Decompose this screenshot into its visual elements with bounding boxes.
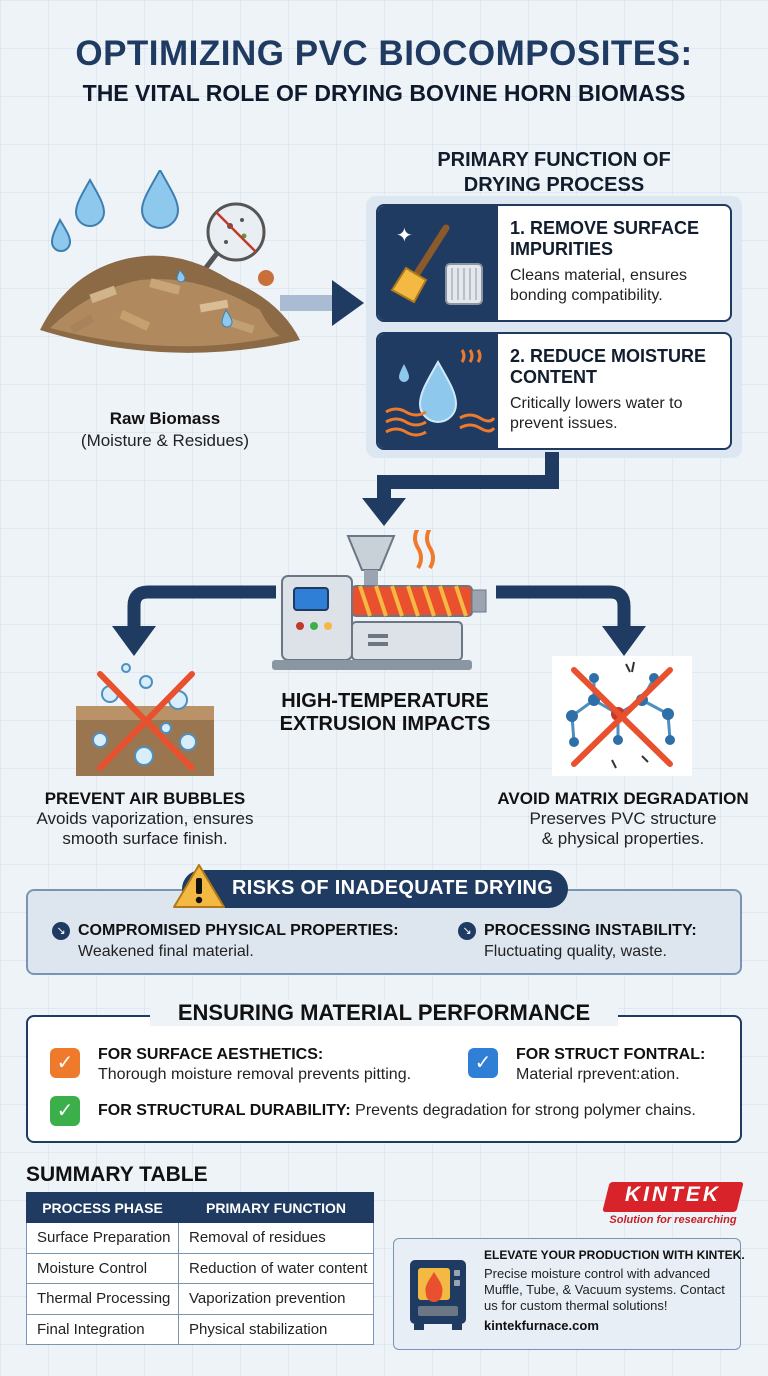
table-cell: Reduction of water content (178, 1252, 374, 1284)
risks-title: RISKS OF INADEQUATE DRYING (232, 877, 554, 899)
performance-panel (26, 1015, 742, 1143)
performance-item: FOR STRUCTURAL DURABILITY: Prevents degr… (98, 1102, 696, 1119)
kintek-logo-text: KINTEK (624, 1183, 722, 1206)
checkmark-icon: ✓ (468, 1048, 498, 1078)
performance-item: FOR SURFACE AESTHETICS: Thorough moistur… (98, 1046, 412, 1083)
raw-biomass-label: Raw Biomass (109, 409, 221, 428)
promo-text: Precise moisture control with advanced M… (484, 1266, 725, 1313)
brush-icon: ✦ (390, 223, 483, 305)
risks-title-tab (182, 870, 568, 908)
connector-arrow-down (362, 452, 559, 526)
performance-title: ENSURING MATERIAL PERFORMANCE (150, 1000, 618, 1026)
trend-down-icon: ↘ (458, 922, 476, 940)
table-cell: Vaporization prevention (178, 1283, 374, 1315)
table-row: Thermal Processing Vaporization preventi… (26, 1283, 374, 1315)
table-cell: Surface Preparation (26, 1222, 179, 1254)
table-header: PRIMARY FUNCTION (178, 1192, 374, 1223)
raw-biomass-illustration (40, 170, 300, 353)
svg-text:✦: ✦ (396, 223, 413, 247)
risk-item: PROCESSING INSTABILITY: Fluctuating qual… (484, 922, 697, 960)
table-cell: Moisture Control (26, 1252, 179, 1284)
table-header: PROCESS PHASE (26, 1192, 179, 1223)
arrow-right-icon (280, 280, 364, 326)
avoid-matrix-degradation-line1: Preserves PVC structure (529, 809, 717, 828)
performance-item: FOR STRUCT FONTRAL: Material rprevent:at… (516, 1046, 706, 1083)
step-title: 2. REDUCE MOISTURE CONTENT (510, 346, 707, 387)
molecular-structure-illustration (552, 656, 692, 776)
prevent-air-bubbles-title: PREVENT AIR BUBBLES (44, 789, 246, 808)
step-card-reduce-moisture: 2. REDUCE MOISTURE CONTENT Critically lo… (376, 332, 732, 450)
table-cell: Final Integration (26, 1313, 179, 1345)
avoid-matrix-degradation-line2: & physical properties. (541, 829, 705, 848)
step-title: 1. REMOVE SURFACE IMPURITIES (510, 218, 700, 259)
promo-title: ELEVATE YOUR PRODUCTION WITH KINTEK. (484, 1248, 745, 1262)
raw-biomass-sublabel: (Moisture & Residues) (80, 431, 250, 450)
arrow-down-left-icon (112, 585, 276, 656)
table-cell: Physical stabilization (178, 1313, 374, 1345)
page-subtitle: THE VITAL ROLE OF DRYING BOVINE HORN BIO… (82, 80, 686, 106)
step-card-remove-impurities: ✦ 1. REMOVE SURFACE IMPURITIES Cleans ma… (376, 204, 732, 322)
step-description: Cleans material, ensures bonding compati… (510, 267, 687, 304)
trend-down-icon: ↘ (52, 922, 70, 940)
table-cell: Thermal Processing (26, 1283, 179, 1315)
step-description: Critically lowers water to prevent issue… (510, 395, 683, 432)
primary-function-title: PRIMARY FUNCTION OF DRYING PROCESS (437, 149, 671, 196)
checkmark-icon: ✓ (50, 1096, 80, 1126)
checkmark-icon: ✓ (50, 1048, 80, 1078)
arrow-down-right-icon (496, 585, 646, 656)
extrusion-impacts-title: HIGH-TEMPERATURE EXTRUSION IMPACTS (279, 690, 491, 735)
table-cell: Removal of residues (178, 1222, 374, 1254)
page-title: OPTIMIZING PVC BIOCOMPOSITES: (75, 34, 693, 73)
water-drop-icon (385, 349, 496, 437)
furnace-icon (410, 1260, 466, 1330)
kintek-tagline: Solution for researching (609, 1214, 737, 1226)
air-bubbles-illustration (76, 663, 214, 776)
risk-item: COMPROMISED PHYSICAL PROPERTIES: Weakene… (78, 922, 399, 960)
prevent-air-bubbles-line1: Avoids vaporization, ensures (36, 809, 254, 828)
kintek-website-link[interactable]: kintekfurnace.com (484, 1318, 599, 1333)
extruder-machine-illustration (272, 530, 487, 670)
summary-table: PROCESS PHASE PRIMARY FUNCTION Surface P… (26, 1192, 374, 1345)
table-row: Moisture Control Reduction of water cont… (26, 1252, 374, 1284)
summary-table-title: SUMMARY TABLE (26, 1163, 208, 1186)
prevent-air-bubbles-line2: smooth surface finish. (62, 829, 228, 848)
table-row: Final Integration Physical stabilization (26, 1313, 374, 1345)
table-row: Surface Preparation Removal of residues (26, 1222, 374, 1254)
avoid-matrix-degradation-title: AVOID MATRIX DEGRADATION (497, 789, 749, 808)
warning-icon (173, 864, 225, 908)
